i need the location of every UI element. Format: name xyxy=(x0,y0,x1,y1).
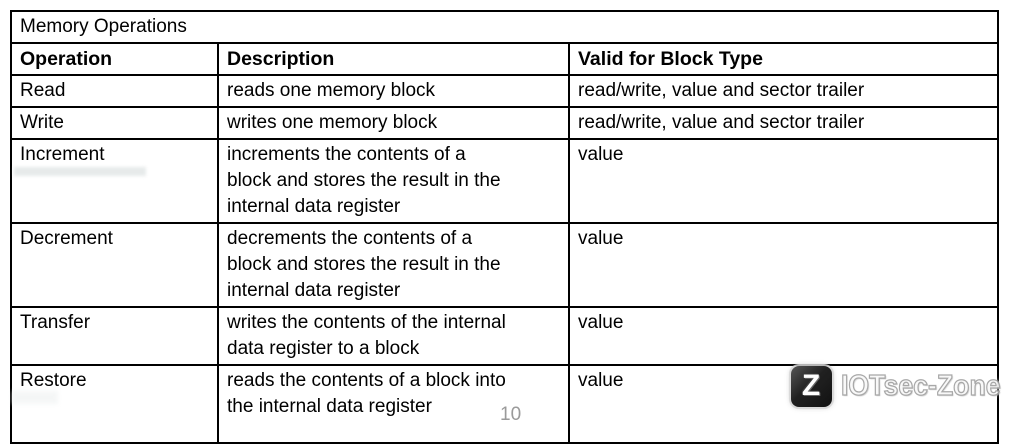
description-cell: writes one memory block xyxy=(217,106,570,140)
operation-cell: Transfer xyxy=(10,306,219,366)
description-cell: reads one memory block xyxy=(217,74,570,108)
z-logo-letter: Z xyxy=(801,369,821,402)
table-row: Read reads one memory block read/write, … xyxy=(10,74,1000,108)
table-title: Memory Operations xyxy=(9,10,1000,44)
column-header-operation: Operation xyxy=(10,42,219,76)
operation-cell: Write xyxy=(10,106,219,140)
memory-operations-table: Memory Operations Operation Description … xyxy=(9,10,1000,444)
table-row: Transfer writes the contents of the inte… xyxy=(10,306,1000,366)
scan-artifact xyxy=(12,391,58,404)
operation-cell: Restore xyxy=(10,364,219,444)
watermark-brand-text: IOTsec-Zone xyxy=(840,369,1001,402)
operation-cell: Read xyxy=(10,74,219,108)
valid-cell: value xyxy=(567,222,1000,308)
page-number: 10 xyxy=(500,404,522,425)
table-title-row: Memory Operations xyxy=(9,10,1000,44)
table-header-row: Operation Description Valid for Block Ty… xyxy=(10,42,1000,76)
description-cell: writes the contents of the internal data… xyxy=(217,306,570,366)
valid-cell: read/write, value and sector trailer xyxy=(567,106,1000,140)
table-row: Increment increments the contents of a b… xyxy=(10,138,1000,224)
operation-cell: Decrement xyxy=(10,222,219,308)
column-header-valid-block-type: Valid for Block Type xyxy=(567,42,1000,76)
valid-cell: value xyxy=(567,138,1000,224)
scan-artifact xyxy=(14,167,146,176)
description-cell: decrements the contents of a block and s… xyxy=(217,222,570,308)
column-header-description: Description xyxy=(217,42,570,76)
description-cell: increments the contents of a block and s… xyxy=(217,138,570,224)
operation-cell: Increment xyxy=(10,138,219,224)
iotsec-zone-watermark: Z IOTsec-Zone xyxy=(790,361,1015,411)
valid-cell: value xyxy=(567,306,1000,366)
table-row: Write writes one memory block read/write… xyxy=(10,106,1000,140)
z-logo-icon: Z xyxy=(790,365,832,407)
table-row: Decrement decrements the contents of a b… xyxy=(10,222,1000,308)
valid-cell: read/write, value and sector trailer xyxy=(567,74,1000,108)
